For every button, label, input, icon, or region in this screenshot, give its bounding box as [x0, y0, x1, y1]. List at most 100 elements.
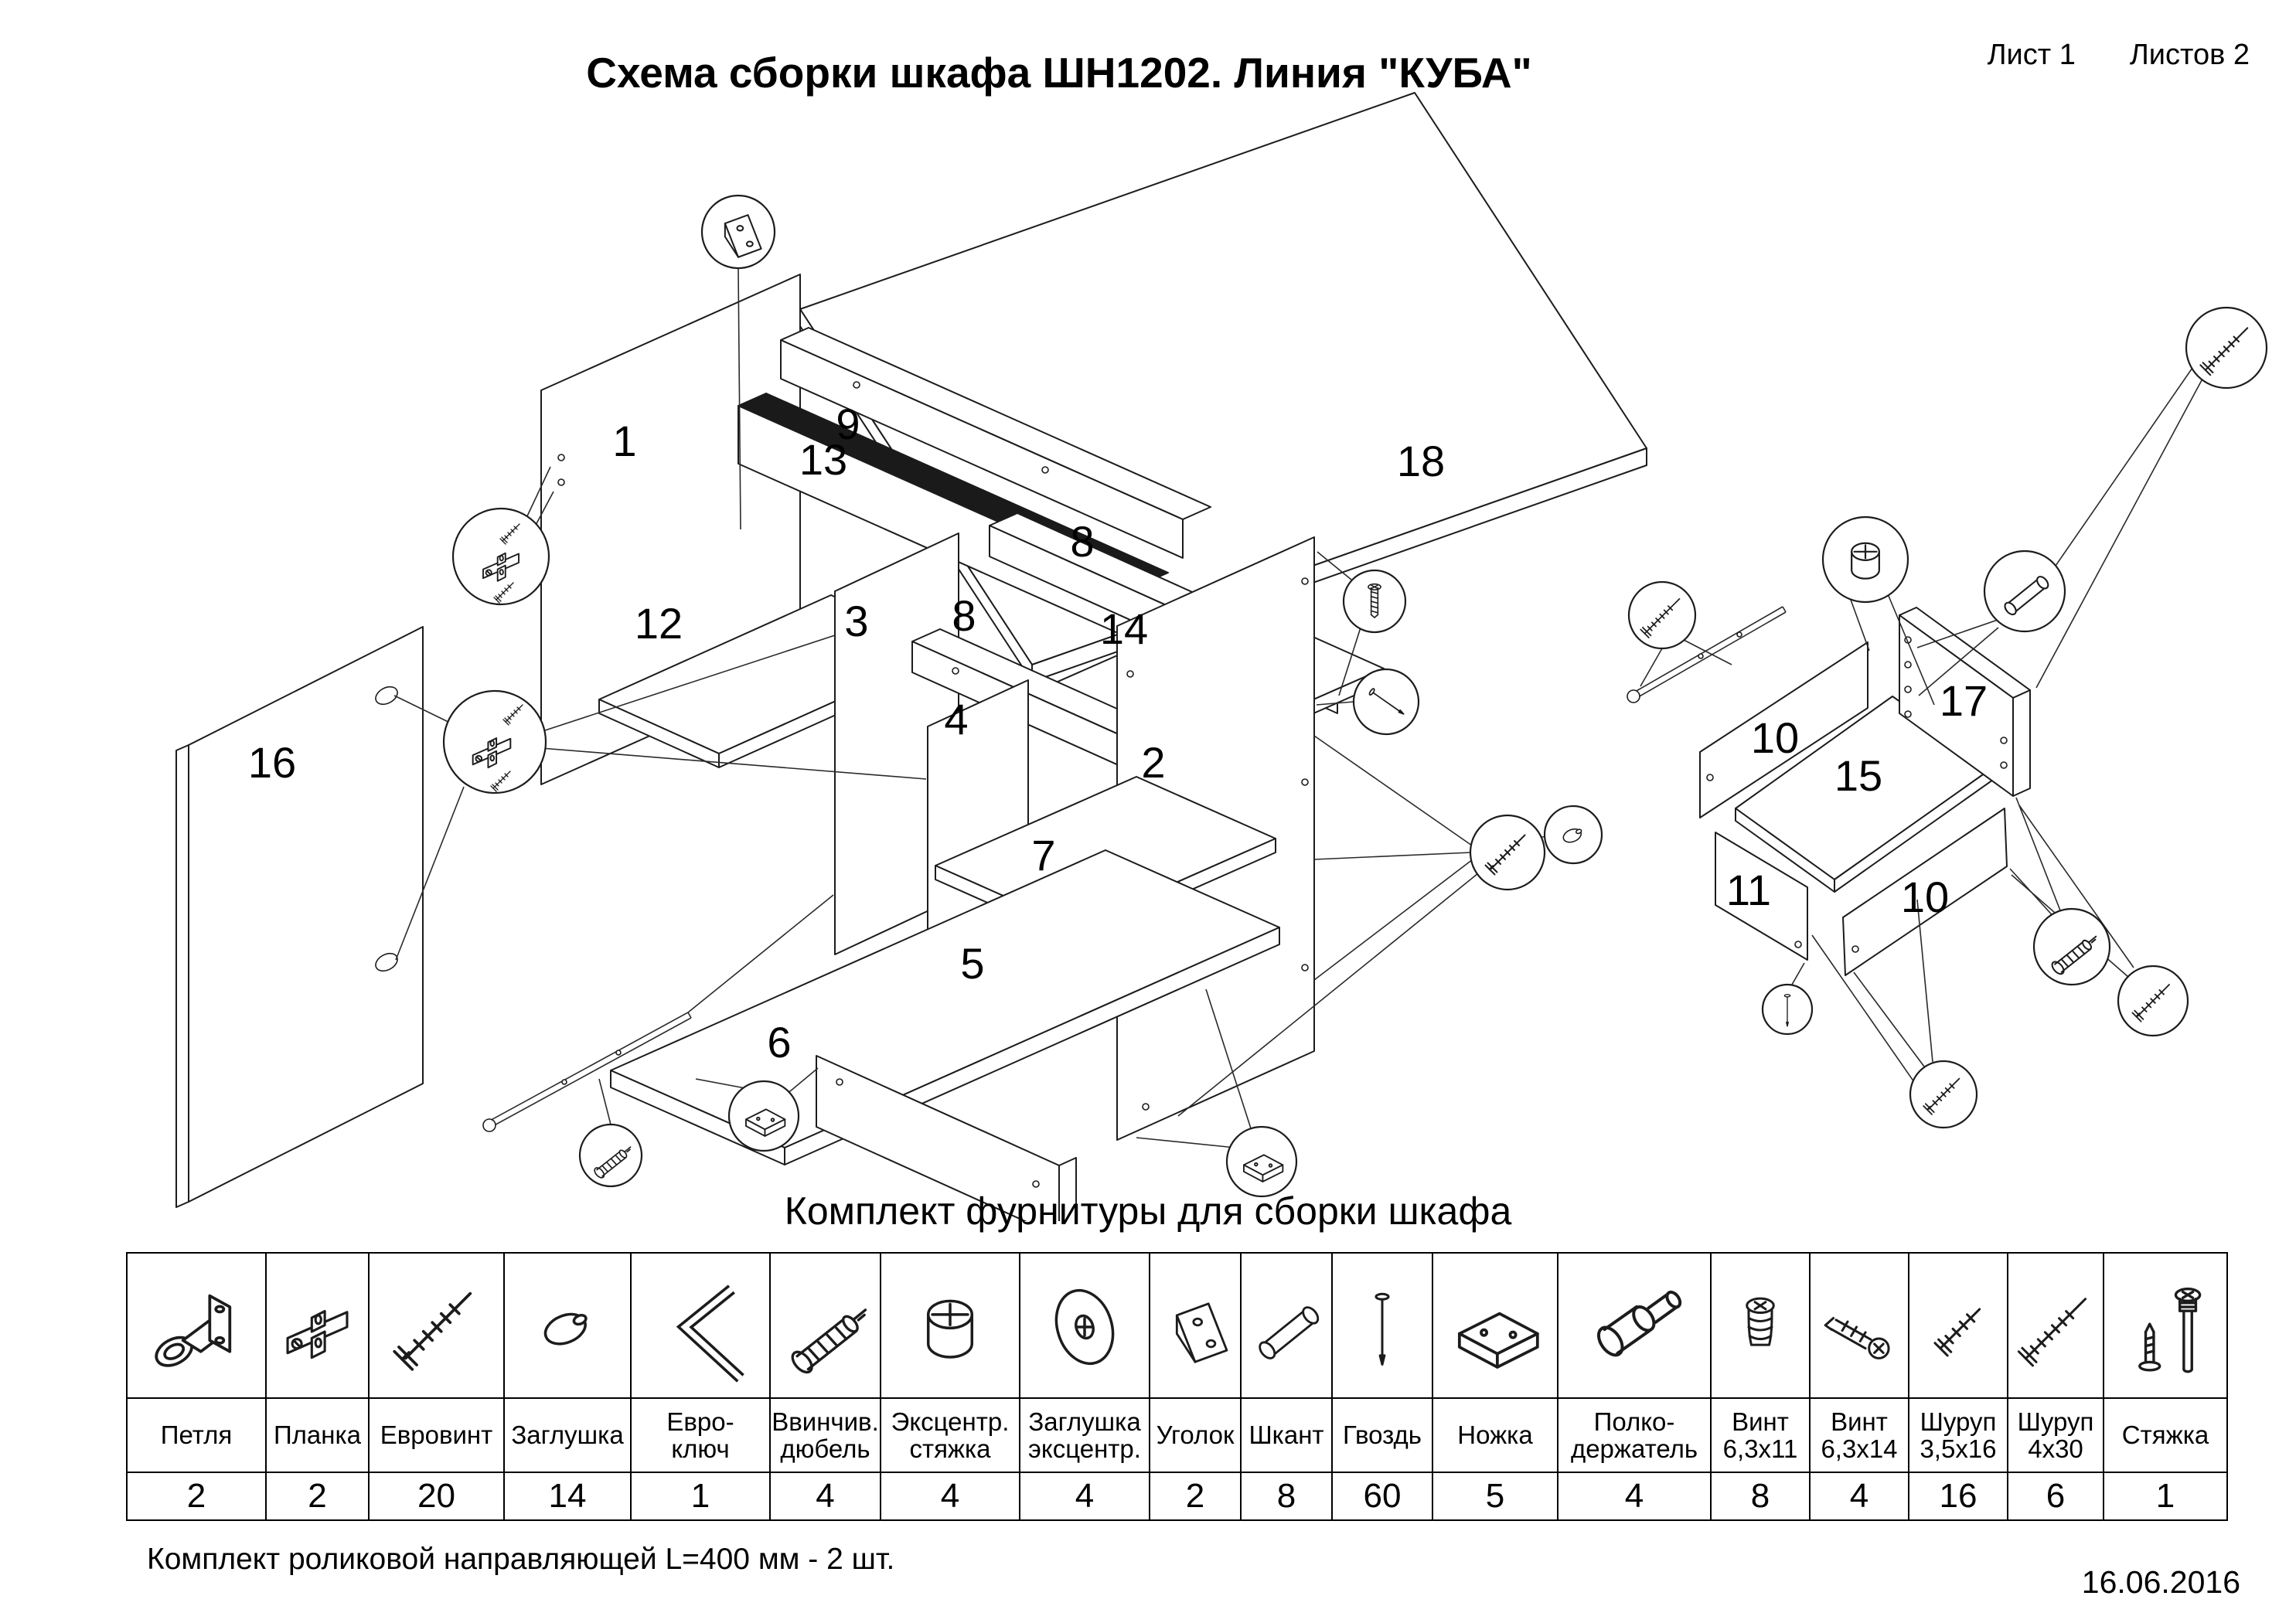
hardware-qty: 2 — [1149, 1472, 1242, 1521]
part-label: 3 — [844, 597, 868, 645]
screw-6-3x14-icon — [1809, 1252, 1909, 1399]
hardware-name: Евровинт — [368, 1397, 505, 1473]
hardware-qty: 2 — [126, 1472, 267, 1521]
part-label: 10 — [1751, 713, 1799, 762]
document-date: 16.06.2016 — [2081, 1564, 2240, 1600]
hardware-qty: 2 — [265, 1472, 370, 1521]
hardware-icons-row — [126, 1252, 2228, 1399]
callout-leg-left — [727, 1080, 800, 1152]
part-17-drawer-front — [1899, 607, 2031, 797]
part-label: 9 — [836, 400, 860, 448]
part-label: 18 — [1397, 437, 1445, 485]
page-title: Схема сборки шкафа ШН1202. Линия "КУБА" — [586, 49, 1532, 97]
callout-cap — [1543, 805, 1603, 865]
callout-screw-runner — [1627, 580, 1697, 650]
cam-cap-icon — [1019, 1252, 1150, 1399]
part-10a-drawer-side — [1699, 641, 1868, 818]
hardware-name: Евро- ключ — [630, 1397, 771, 1473]
callout-nail-right — [1352, 668, 1420, 736]
hardware-name: Ножка — [1432, 1397, 1558, 1473]
hardware-name: Планка — [265, 1397, 370, 1473]
callout-euroscrew-bottom-right — [2117, 965, 2189, 1037]
screw-4x30-icon — [2007, 1252, 2104, 1399]
hardware-name: Полко- держатель — [1557, 1397, 1712, 1473]
hardware-name: Винт 6,3х14 — [1809, 1397, 1909, 1473]
hardware-qty: 6 — [2007, 1472, 2104, 1521]
hardware-name: Винт 6,3х11 — [1710, 1397, 1811, 1473]
hardware-name: Заглушка эксцентр. — [1019, 1397, 1150, 1473]
hardware-qty: 8 — [1240, 1472, 1333, 1521]
dowel-icon — [1240, 1252, 1333, 1399]
part-label: 5 — [960, 939, 984, 988]
callout-screw-in-dowel-left — [578, 1123, 643, 1188]
screw-3-5x16-icon — [1908, 1252, 2008, 1399]
hardware-name: Шуруп 3,5х16 — [1908, 1397, 2008, 1473]
callout-hinge-bottom — [442, 689, 547, 794]
callout-nail-drawer — [1761, 983, 1814, 1036]
part-label: 7 — [1031, 831, 1055, 880]
hardware-table-title: Комплект фурнитуры для сборки шкафа — [784, 1189, 1512, 1233]
part-labels: 1 2 3 4 5 6 7 8 8 9 10 10 11 12 13 14 15… — [248, 400, 1988, 1067]
callout-screw-top-right — [2185, 306, 2268, 390]
part-label: 8 — [1070, 517, 1094, 566]
callout-euroscrew-right — [1469, 814, 1546, 891]
part-label: 11 — [1726, 866, 1771, 914]
leg-icon — [1432, 1252, 1558, 1399]
part-label: 12 — [635, 599, 683, 648]
hardware-qty-row: 2 2 20 14 1 4 4 4 2 8 60 5 4 8 4 16 6 1 — [126, 1472, 2228, 1521]
part-label: 15 — [1834, 751, 1882, 800]
part-label: 10 — [1901, 873, 1949, 921]
tie-bolt-icon — [2103, 1252, 2228, 1399]
mounting-plate-icon — [265, 1252, 370, 1399]
hardware-qty: 4 — [1557, 1472, 1712, 1521]
part-label: 6 — [767, 1018, 791, 1067]
hardware-table: Петля Планка Евровинт Заглушка Евро- клю… — [126, 1252, 2228, 1521]
hardware-qty: 1 — [630, 1472, 771, 1521]
part-15-drawer-bottom — [1735, 696, 1994, 893]
sheets-total: Листов 2 — [2129, 39, 2250, 71]
part-label: 1 — [612, 417, 636, 465]
hardware-name: Уголок — [1149, 1397, 1242, 1473]
hardware-qty: 1 — [2103, 1472, 2228, 1521]
part-label: 13 — [799, 435, 847, 484]
part-6-plinth-rail — [816, 1055, 1077, 1221]
shelf-support-icon — [1557, 1252, 1712, 1399]
hardware-qty: 4 — [769, 1472, 881, 1521]
euroscrew-icon — [368, 1252, 505, 1399]
part-label: 17 — [1940, 676, 1988, 725]
hardware-name: Эксцентр. стяжка — [880, 1397, 1020, 1473]
hardware-qty: 20 — [368, 1472, 505, 1521]
roller-guide-rail — [482, 1012, 692, 1132]
hardware-name: Ввинчив. дюбель — [769, 1397, 881, 1473]
callout-cam-lock — [1821, 515, 1909, 604]
part-label: 2 — [1141, 738, 1165, 787]
callout-euroscrew-vertical — [1342, 569, 1407, 634]
sheet-info: Лист 1 Листов 2 — [1988, 39, 2250, 72]
sheet-number: Лист 1 — [1987, 39, 2076, 71]
hardware-qty: 8 — [1710, 1472, 1811, 1521]
part-label: 16 — [248, 738, 296, 787]
callout-leg-right — [1225, 1125, 1298, 1198]
hardware-name: Стяжка — [2103, 1397, 2228, 1473]
hex-key-icon — [630, 1252, 771, 1399]
callout-hinge-top — [451, 507, 550, 606]
hardware-name: Петля — [126, 1397, 267, 1473]
assembly-diagram: 1 2 3 4 5 6 7 8 8 9 10 10 11 12 13 14 15… — [175, 92, 2268, 1221]
part-11-drawer-panel — [1715, 832, 1808, 961]
hardware-qty: 16 — [1908, 1472, 2008, 1521]
callout-dowel — [1983, 550, 2066, 633]
callout-euroscrew-drawer — [1909, 1060, 1978, 1129]
cap-icon — [503, 1252, 632, 1399]
hardware-qty: 14 — [503, 1472, 632, 1521]
hardware-name: Заглушка — [503, 1397, 632, 1473]
hardware-qty: 60 — [1331, 1472, 1433, 1521]
hardware-qty: 4 — [880, 1472, 1020, 1521]
corner-bracket-icon — [1149, 1252, 1242, 1399]
hardware-qty: 5 — [1432, 1472, 1558, 1521]
part-9-top-rail — [780, 327, 1211, 559]
hardware-names-row: Петля Планка Евровинт Заглушка Евро- клю… — [126, 1397, 2228, 1473]
screw-6-3x11-icon — [1710, 1252, 1811, 1399]
callout-screw-in-dowel-right — [2032, 907, 2111, 986]
part-label: 8 — [952, 591, 976, 640]
